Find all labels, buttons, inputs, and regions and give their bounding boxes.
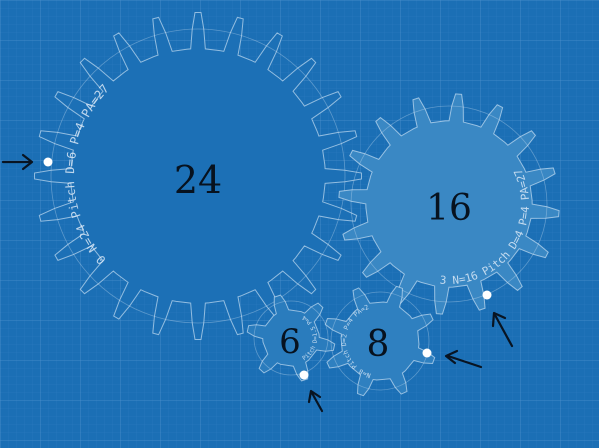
arrow-gear-6-icon (307, 389, 324, 413)
gear-24-tooth-count: 24 (174, 158, 222, 202)
arrow-gear-16-icon (491, 311, 514, 348)
gear-6-tooth-count: 6 (279, 322, 301, 362)
gear-6-marker-dot-icon (299, 370, 309, 380)
gear-8-tooth-count: 8 (367, 324, 390, 365)
gear-24[interactable]: 0 N=24 Pitch D=6 P=4 PA=27 24 (34, 12, 362, 340)
gear-8-marker-dot-icon (422, 348, 432, 358)
gear-6-body (246, 294, 336, 382)
gear-24-body (34, 12, 362, 340)
gear-16-body (338, 93, 560, 315)
arrow-gear-24-icon (1, 153, 34, 171)
gear-16-pitch-circle (350, 105, 548, 303)
gear-16[interactable]: 3 N=16 Pitch D=4 P=4 PA=27 16 (338, 93, 560, 315)
gear-6-pitch-circle (253, 300, 329, 376)
arrow-gear-8-icon (444, 349, 483, 369)
gear-24-marker-dot-icon (43, 157, 53, 167)
gear-8-pitch-circle (330, 291, 430, 391)
gear-8-body (324, 285, 436, 397)
gear-16-marker-dot-icon (482, 290, 492, 300)
gear-16-tooth-count: 16 (426, 188, 472, 229)
gear-24-pitch-circle (50, 28, 346, 324)
